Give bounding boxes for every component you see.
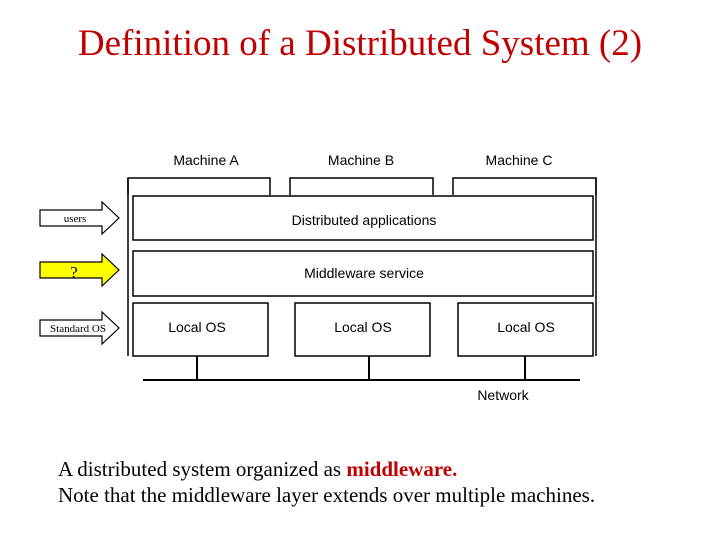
caption-line-1: A distributed system organized as middle… bbox=[58, 456, 708, 482]
machine-c-frame bbox=[452, 177, 597, 195]
local-os-a-box bbox=[132, 302, 269, 357]
standard-os-arrow bbox=[39, 310, 120, 346]
machine-a-frame bbox=[127, 177, 271, 195]
middleware-label: Middleware service bbox=[304, 265, 424, 281]
caption-line-2: Note that the middleware layer extends o… bbox=[58, 483, 596, 508]
network-bus bbox=[143, 356, 580, 381]
users-arrow bbox=[39, 200, 120, 236]
machine-b-label: Machine B bbox=[328, 152, 394, 168]
caption-line-1-text: A distributed system organized as bbox=[58, 457, 347, 481]
users-arrow-label: users bbox=[64, 213, 87, 225]
machine-a-label: Machine A bbox=[173, 152, 239, 168]
local-os-b-label: Local OS bbox=[334, 319, 392, 335]
caption-middleware-highlight: middleware. bbox=[346, 457, 458, 481]
applications-layer bbox=[132, 195, 594, 241]
machine-b-frame bbox=[289, 177, 434, 195]
applications-label: Distributed applications bbox=[292, 212, 437, 228]
middleware-layer bbox=[132, 250, 594, 297]
machine-c-label: Machine C bbox=[486, 152, 553, 168]
machine-frames bbox=[127, 177, 597, 356]
question-arrow bbox=[39, 252, 120, 288]
standard-os-arrow-label: Standard OS bbox=[50, 323, 106, 335]
question-arrow-label: ? bbox=[70, 263, 78, 282]
local-os-b-box bbox=[294, 302, 431, 357]
caption: A distributed system organized as middle… bbox=[58, 456, 708, 509]
local-os-a-label: Local OS bbox=[168, 319, 226, 335]
network-label: Network bbox=[477, 387, 529, 403]
slide-title: Definition of a Distributed System (2) bbox=[77, 23, 643, 64]
local-os-c-label: Local OS bbox=[497, 319, 555, 335]
